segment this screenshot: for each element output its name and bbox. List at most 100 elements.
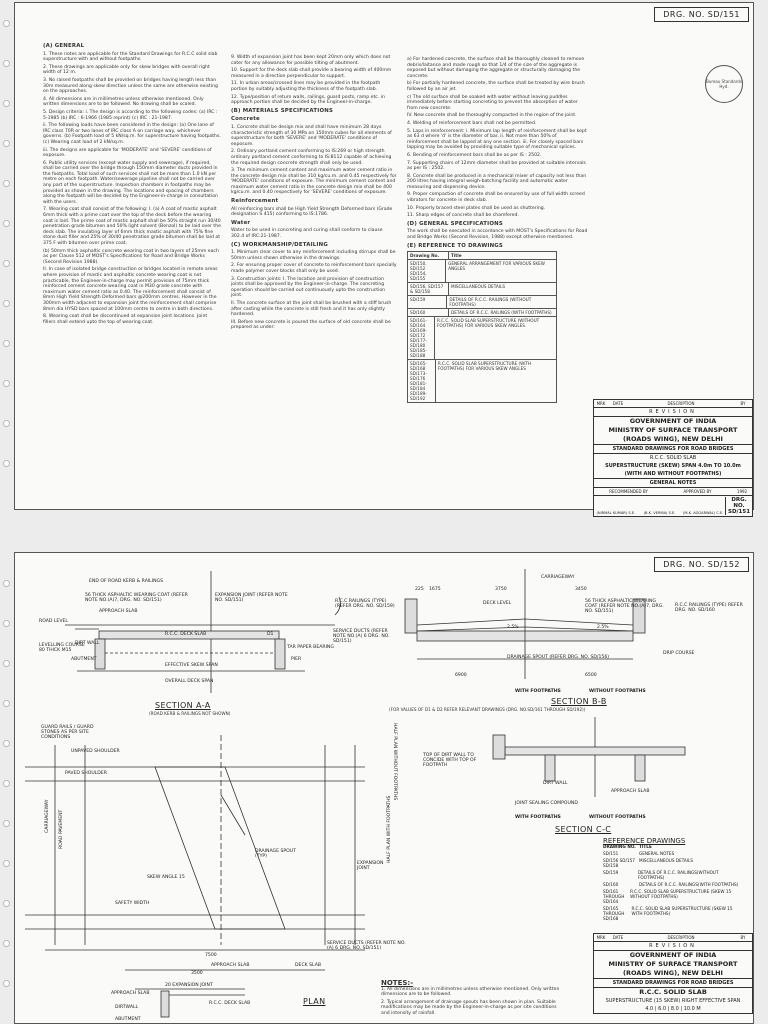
section-aa-drawing <box>65 571 341 693</box>
binder-hole <box>3 260 10 267</box>
label-expansion-joint-plan: EXPANSION JOINT <box>357 861 384 871</box>
note-paragraph: 4. All dimensions are in millimetres unl… <box>43 96 204 108</box>
section-cc-title: SECTION C-C <box>555 825 612 834</box>
dimension-label: 225 <box>415 587 424 592</box>
label-tar-paper: TAR PAPER BEARING <box>287 645 334 650</box>
column-header: DESCRIPTION <box>667 401 695 406</box>
table-cell: SD/165-SD/168 SD/173-SD/176 SD/181-SD/18… <box>408 360 436 403</box>
label-deck-slab: DECK SLAB <box>295 963 321 968</box>
note-paragraph: The work shall be executed in accordance… <box>407 229 588 241</box>
binder-hole <box>3 220 10 227</box>
note-paragraph: 7. Wearing coat shall consist of the fol… <box>43 207 221 246</box>
table-row: SD/159 DETAILS OF R.C.C. RAILINGS(WITHOUT… <box>603 870 743 880</box>
section-heading-materials: (B) MATERIALS SPECIFICATIONS <box>231 107 334 114</box>
label-abutment: ABUTMENT <box>115 1017 141 1022</box>
label-service-ducts-plan: SERVICE DUCTS (REFER NOTE NO.(A) 6 DRG. … <box>327 941 406 951</box>
title-rcc-solid-slab: R.C.C. SOLID SLAB <box>649 455 697 461</box>
table-cell: SD/159 <box>603 870 619 875</box>
binder-hole <box>3 620 10 627</box>
column-header: DATE <box>612 401 624 406</box>
title-ministry: MINISTRY OF SURFACE TRANSPORT <box>608 426 738 434</box>
table-cell: SD/165 THROUGH SD/168 <box>603 906 625 921</box>
table-row: SD/161-SD/164 SD/169-SD/172 SD/177-SD/18… <box>408 316 556 360</box>
note-paragraph: 1. These notes are applicable for the St… <box>43 51 218 63</box>
table-cell: DETAILS OF R.C.C. RAILINGS (WITHOUT FOOT… <box>449 297 532 308</box>
label-end-kerb: END OF ROAD KERB & RAILINGS <box>89 579 164 584</box>
label-d1: D1 <box>267 632 274 637</box>
label-safety-width: SAFETY WIDTH <box>115 901 150 906</box>
note-paragraph: 12. Type/position of return walls, raili… <box>231 94 385 106</box>
column-header: DRAWING NO. <box>603 844 636 849</box>
reference-drawings-panel: REFERENCE DRAWINGS DRAWING NO. TITLE SD/… <box>603 838 743 922</box>
title-wing: (ROADS WING), NEW DELHI <box>594 435 752 445</box>
drawing-sheet-general-notes: DRG. NO. SD/151 (A) GENERAL 1. These not… <box>14 2 754 517</box>
title-with-without: (WITH AND WITHOUT FOOTPATHS) <box>594 470 752 479</box>
title-ministry: MINISTRY OF SURFACE TRANSPORT <box>608 960 738 968</box>
drawing-number: DRG. NO. SD/151 <box>654 7 749 22</box>
note-paragraph: 1. Minimum clear cover to any reinforcem… <box>231 250 396 261</box>
title-wing: (ROADS WING), NEW DELHI <box>594 969 752 979</box>
note-paragraph: 2. These drawings are applicable only fo… <box>43 64 210 76</box>
column-header: Drawing No. <box>408 252 449 260</box>
note-paragraph: 3. Construction joints: I. The location … <box>231 276 386 299</box>
label-rcc-railings: R.C.C RAILINGS (TYPE) (REFER DRG. NO. SD… <box>335 599 395 609</box>
table-cell: DETAILS OF R.C.C. RAILINGS(WITHOUT FOOTP… <box>637 870 719 880</box>
title-government: GOVERNMENT OF INDIA <box>629 951 717 959</box>
label-dirt-wall: DIRT WALL <box>75 641 100 646</box>
table-cell: SD/159 <box>408 296 448 309</box>
section-cc-drawing <box>492 717 686 797</box>
note-paragraph: ii. The following loads have been consid… <box>43 123 221 145</box>
label-drainage-spout-typ: DRAINAGE SPOUT (TYP) <box>255 849 296 859</box>
note-paragraph: 3. The minimum cement content and maximu… <box>231 168 397 196</box>
label-unpaved-shoulder: UNPAVED SHOULDER <box>71 749 120 754</box>
binder-holes <box>0 0 12 1024</box>
title-block: MRK DATE DESCRIPTION BY REVISION GOVERNM… <box>593 933 753 1014</box>
binder-hole <box>3 740 10 747</box>
label-overall-span: OVERALL DECK SPAN <box>165 679 214 684</box>
label-approach-slab: APPROACH SLAB <box>99 609 138 614</box>
label-half-plan-with: HALF PLAN WITH FOOTPATHS <box>387 795 392 863</box>
drawing-sheet-general-arrangement: DRG. NO. SD/152 END OF ROAD KERB & RAILI… <box>14 552 754 1024</box>
title-drawing-number: DRG. NO. SD/151 <box>725 497 752 515</box>
note-paragraph: 10. Support for the deck slab shall prov… <box>231 68 392 79</box>
label-carriageway-vertical: CARRIAGEWAY <box>45 799 50 834</box>
title-standard-drawings: STANDARD DRAWINGS FOR ROAD BRIDGES <box>594 445 752 454</box>
plan-title: PLAN <box>303 997 326 1006</box>
revision-label: REVISION <box>594 408 752 417</box>
binder-hole <box>3 780 10 787</box>
note-paragraph: 1. All dimensions are in millimetres unl… <box>381 986 560 998</box>
column-header: DESCRIPTION <box>667 935 695 940</box>
dimension-label: 3500 <box>191 971 203 976</box>
label-abutment: ABUTMENT <box>71 657 97 662</box>
column-header: DATE <box>612 935 624 940</box>
label-without-footpaths: WITHOUT FOOTPATHS <box>589 815 646 820</box>
binder-hole <box>3 300 10 307</box>
column-header: BY <box>740 935 746 940</box>
binder-hole <box>3 100 10 107</box>
note-paragraph: 7. Supporting chairs of 12mm diameter sh… <box>407 160 586 172</box>
signature-name: (M.K. AGGARWAL) C.E. <box>682 511 724 515</box>
notes-title: NOTES:- <box>381 979 414 987</box>
revision-header-row: MRK DATE DESCRIPTION BY <box>594 400 752 408</box>
label-drip-course: DRIP COURSE <box>663 651 695 656</box>
table-cell: SD/161-SD/164 SD/169-SD/172 SD/177-SD/18… <box>408 317 435 360</box>
joint-detail-drawing <box>135 988 245 1018</box>
label-guard-rails: GUARD RAILS / GUARD STONES AS PER SITE C… <box>41 725 94 740</box>
note-paragraph: b) For partially hardened concrete, the … <box>407 81 585 92</box>
binder-hole <box>3 580 10 587</box>
label-wearing-coat-56: 56 THICK ASPHALTIC WEARING COAT (REFER N… <box>585 599 664 614</box>
note-paragraph: 8. Wearing coat shall be discontinued at… <box>43 314 208 325</box>
label-levelling-course: LEVELLING COURSE 80 THICK M15 <box>39 643 85 653</box>
note-paragraph: 11. In urban areas/crossed lines may be … <box>231 81 381 92</box>
seal-text: Bureau Standards Hyd. <box>706 79 742 89</box>
title-block: MRK DATE DESCRIPTION BY REVISION GOVERNM… <box>593 399 753 517</box>
dimension-label: 3450 <box>575 587 587 592</box>
note-paragraph: 5. Laps in reinforcement: i. Minimum lap… <box>407 128 587 151</box>
binder-hole <box>3 660 10 667</box>
note-paragraph: III. Before new concrete is poured the s… <box>231 319 391 331</box>
label-effective-span: EFFECTIVE SKEW SPAN <box>165 663 218 668</box>
